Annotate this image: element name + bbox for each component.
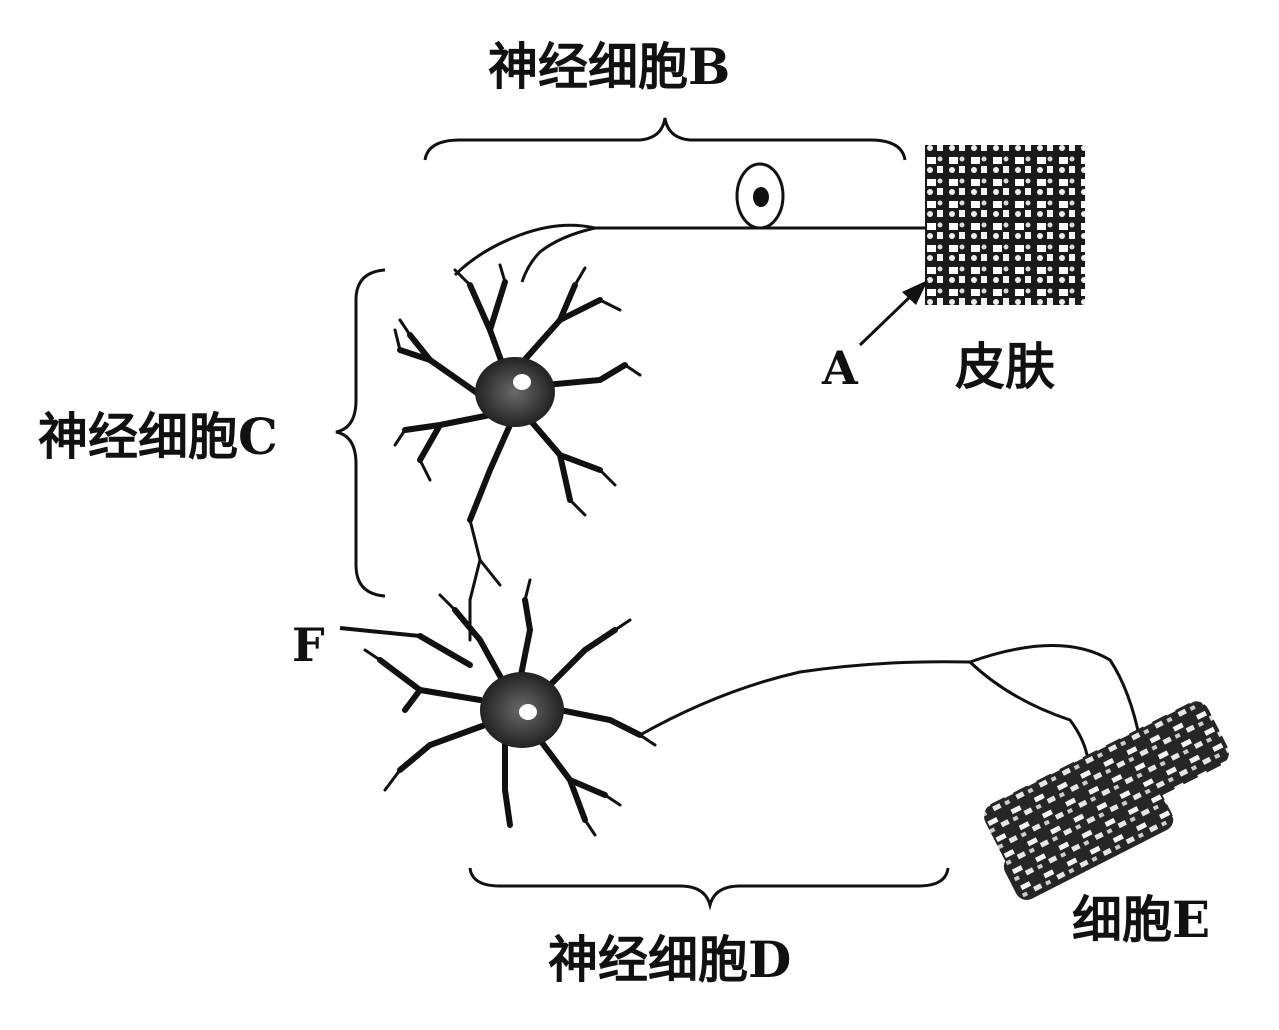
label-neuron-b: 神经细胞B [488, 37, 731, 96]
neuron-d-nucleus [519, 704, 537, 720]
muscle-cell-e [984, 701, 1229, 900]
brace-neuron-c [335, 268, 386, 598]
brace-neuron-b [423, 117, 907, 161]
label-f: F [292, 618, 325, 672]
pointer-f [339, 626, 421, 638]
skin-tissue [925, 145, 1085, 305]
arrow-a [858, 280, 928, 347]
neuron-c [393, 263, 642, 602]
neuron-c-soma [475, 357, 555, 427]
label-neuron-c: 神经细胞C [38, 407, 278, 466]
neuron-c-nucleus [513, 374, 531, 390]
brace-neuron-d [468, 867, 950, 911]
label-skin: 皮肤 [955, 337, 1055, 396]
label-a: A [822, 341, 858, 395]
label-neuron-d: 神经细胞D [548, 930, 792, 989]
label-cell-e: 细胞E [1072, 890, 1211, 949]
neuron-b [453, 223, 928, 283]
neuron-d [363, 578, 1142, 837]
neuron-b-nucleus [753, 187, 769, 207]
